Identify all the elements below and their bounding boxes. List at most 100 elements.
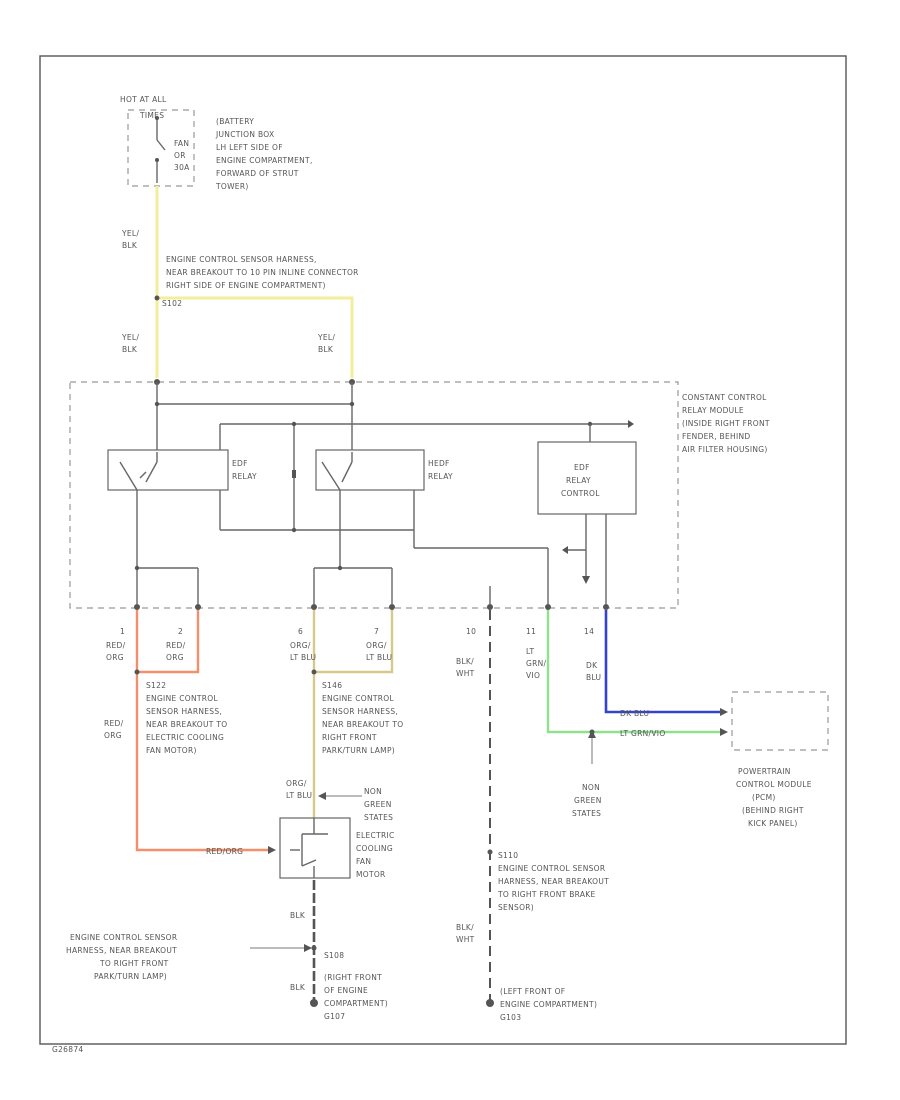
non-green-arrow bbox=[318, 792, 362, 800]
wire-label: LT BLU bbox=[286, 791, 312, 800]
wire-blk-wht bbox=[486, 610, 494, 1007]
splice-id: S110 bbox=[498, 851, 518, 860]
splice-label: SENSOR HARNESS, bbox=[146, 707, 222, 716]
wire-label: BLK bbox=[318, 345, 334, 354]
pin-number: 14 bbox=[584, 627, 594, 636]
fuse bbox=[155, 116, 166, 183]
pcm-label: (PCM) bbox=[752, 793, 776, 802]
bjb-label: FORWARD OF STRUT bbox=[216, 169, 299, 178]
pcm-box bbox=[731, 691, 829, 751]
edf-relay bbox=[107, 449, 229, 491]
hot-at-all-label: HOT AT ALL bbox=[120, 95, 167, 104]
pcm-label: KICK PANEL) bbox=[748, 819, 798, 828]
non-green-label: GREEN bbox=[364, 800, 392, 809]
splice-label: FAN MOTOR) bbox=[146, 746, 197, 755]
wire-label: YEL/ bbox=[121, 333, 139, 342]
edf-ctrl-label: RELAY bbox=[566, 476, 591, 485]
non-green-label: NON bbox=[364, 787, 382, 796]
non-green-label: STATES bbox=[364, 813, 393, 822]
fuse-label: FAN bbox=[174, 139, 189, 148]
bjb-label: (BATTERY bbox=[216, 117, 254, 126]
wire-label: YEL/ bbox=[317, 333, 335, 342]
wire-label: LT GRN/VIO bbox=[620, 729, 666, 738]
wire-label: ORG bbox=[104, 731, 122, 740]
ecs-arrow bbox=[250, 944, 312, 952]
ground-label: (LEFT FRONT OF bbox=[500, 987, 565, 996]
wire-label: WHT bbox=[456, 669, 475, 678]
splice-label: ENGINE CONTROL bbox=[146, 694, 218, 703]
wire-label: LT bbox=[526, 647, 534, 656]
wire-label: RED/ bbox=[166, 641, 186, 650]
wire-label: BLK bbox=[290, 911, 306, 920]
hedf-relay bbox=[315, 449, 425, 491]
wire-label: BLK bbox=[122, 345, 138, 354]
splice-label: SENSOR) bbox=[498, 903, 534, 912]
splice-label: PARK/TURN LAMP) bbox=[322, 746, 395, 755]
pin-number: 1 bbox=[120, 627, 125, 636]
wire-label: BLU bbox=[586, 673, 601, 682]
pin-number: 7 bbox=[374, 627, 379, 636]
splice-label: ELECTRIC COOLING bbox=[146, 733, 224, 742]
wire-label: ORG bbox=[106, 653, 124, 662]
wire-label: LT BLU bbox=[366, 653, 392, 662]
ground-label: OF ENGINE bbox=[324, 986, 368, 995]
edf-ctrl-label: CONTROL bbox=[561, 489, 600, 498]
edf-relay-control bbox=[537, 441, 637, 515]
wire-label: ORG/ bbox=[290, 641, 311, 650]
wire-label: GRN/ bbox=[526, 659, 547, 668]
splice-label: NEAR BREAKOUT TO 10 PIN INLINE CONNECTOR bbox=[166, 268, 359, 277]
ground-label: ENGINE COMPARTMENT) bbox=[500, 1000, 597, 1009]
pin-number: 10 bbox=[466, 627, 476, 636]
hedf-relay-label: HEDF bbox=[428, 459, 450, 468]
wire-dkblu bbox=[604, 610, 728, 716]
edf-ctrl-label: EDF bbox=[574, 463, 590, 472]
wire-label: RED/ bbox=[104, 719, 124, 728]
wire-label: YEL/ bbox=[121, 229, 139, 238]
ecs-label: HARNESS, NEAR BREAKOUT bbox=[66, 946, 177, 955]
electric-cooling-fan-motor bbox=[279, 817, 351, 879]
fan-label: FAN bbox=[356, 857, 371, 866]
splice-label: ENGINE CONTROL SENSOR bbox=[498, 864, 605, 873]
relay-module-internal-wiring bbox=[134, 382, 634, 604]
wire-label: BLK/ bbox=[456, 923, 474, 932]
wire-red-org bbox=[134, 610, 276, 854]
battery-junction-box bbox=[127, 109, 195, 187]
pin-number: 2 bbox=[178, 627, 183, 636]
connector-pins bbox=[134, 604, 609, 610]
times-label: TIMES bbox=[139, 111, 164, 120]
wire-label: WHT bbox=[456, 935, 475, 944]
ccrm-label: AIR FILTER HOUSING) bbox=[682, 445, 768, 454]
pcm-label: POWERTRAIN bbox=[738, 767, 791, 776]
wire-label: ORG bbox=[166, 653, 184, 662]
wire-org-ltblu bbox=[311, 610, 394, 818]
ccrm-label: CONSTANT CONTROL bbox=[682, 393, 767, 402]
wire-label: BLK bbox=[290, 983, 306, 992]
diagram-frame bbox=[39, 55, 847, 1045]
splice-label: NEAR BREAKOUT TO bbox=[146, 720, 227, 729]
splice-label: TO RIGHT FRONT BRAKE bbox=[497, 890, 596, 899]
fan-label: ELECTRIC bbox=[356, 831, 395, 840]
splice-label: HARNESS, NEAR BREAKOUT bbox=[498, 877, 609, 886]
constant-control-relay-module bbox=[69, 381, 679, 609]
splice-label: SENSOR HARNESS, bbox=[322, 707, 398, 716]
splice-id: S102 bbox=[162, 299, 182, 308]
wire-label: ORG/ bbox=[286, 779, 307, 788]
bjb-label: LH LEFT SIDE OF bbox=[216, 143, 283, 152]
fuse-label: OR bbox=[174, 151, 186, 160]
edf-relay-label: RELAY bbox=[232, 472, 257, 481]
pcm-label: (BEHIND RIGHT bbox=[742, 806, 804, 815]
ccrm-label: RELAY MODULE bbox=[682, 406, 744, 415]
wire-label: RED/ bbox=[106, 641, 126, 650]
edf-relay-label: EDF bbox=[232, 459, 248, 468]
wire-label: BLK/ bbox=[456, 657, 474, 666]
pcm-label: CONTROL MODULE bbox=[736, 780, 812, 789]
bjb-label: TOWER) bbox=[215, 182, 249, 191]
splice-label: RIGHT SIDE OF ENGINE COMPARTMENT) bbox=[166, 281, 326, 290]
wire-label: LT BLU bbox=[290, 653, 316, 662]
non-green-label: NON bbox=[582, 783, 600, 792]
splice-label: NEAR BREAKOUT TO bbox=[322, 720, 403, 729]
wire-label: BLK bbox=[122, 241, 138, 250]
splice-label: ENGINE CONTROL bbox=[322, 694, 394, 703]
splice-label: RIGHT FRONT bbox=[322, 733, 377, 742]
